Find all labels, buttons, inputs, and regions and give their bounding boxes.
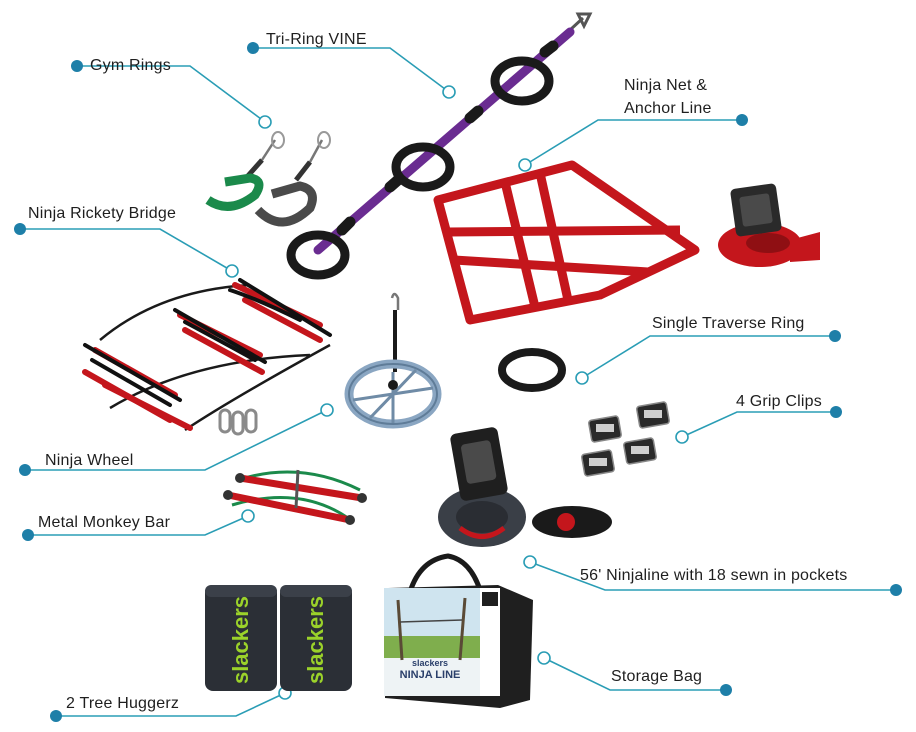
storage-bag: NINJA LINE slackers [384, 553, 533, 708]
metal-monkey-bar [223, 469, 367, 525]
label-ninja-wheel: Ninja Wheel [45, 452, 134, 469]
leader-tri-ring [253, 47, 450, 93]
tree-huggerz: slackers slackers [205, 585, 352, 691]
label-tri-ring-vine: Tri-Ring VINE [266, 31, 367, 48]
ninja-rickety-bridge [82, 278, 332, 436]
leader-lines [20, 47, 896, 717]
leader-ninjaline [529, 561, 896, 591]
label-storage-bag: Storage Bag [611, 668, 703, 685]
label-ninjaline: 56' Ninjaline with 18 sewn in pockets [580, 567, 848, 584]
traverse-ring [498, 348, 566, 392]
hugger-2-brand: slackers [303, 596, 328, 684]
leader-gym-rings [77, 65, 266, 123]
leader-traverse-ring [581, 335, 835, 379]
leader-tree-huggerz [56, 692, 286, 717]
label-monkey-bar: Metal Monkey Bar [38, 514, 171, 531]
hugger-1-brand: slackers [228, 596, 253, 684]
label-gym-rings: Gym Rings [90, 57, 171, 74]
label-ninja-net-line2: Anchor Line [624, 100, 712, 117]
tri-ring-vine [286, 12, 593, 280]
label-single-traverse-ring: Single Traverse Ring [652, 315, 805, 332]
bag-line-brand: NINJA LINE [400, 669, 461, 681]
gym-rings [205, 131, 331, 227]
leader-ninja-wheel [25, 409, 328, 471]
leader-storage-bag [543, 657, 726, 691]
leader-ninja-net [524, 119, 742, 166]
anchor-line-ratchet [718, 183, 820, 267]
leader-monkey-bar [28, 515, 249, 536]
ninja-wheel [344, 292, 442, 429]
label-tree-huggerz: 2 Tree Huggerz [66, 695, 180, 712]
label-grip-clips: 4 Grip Clips [736, 393, 822, 410]
leader-rickety-bridge [20, 228, 233, 272]
ninja-net [433, 160, 700, 325]
bag-brand: slackers [412, 658, 448, 668]
label-rickety-bridge: Ninja Rickety Bridge [28, 205, 177, 222]
leader-grip-clips [681, 411, 836, 438]
grip-clips [581, 401, 670, 477]
label-ninja-net-line1: Ninja Net & [624, 77, 708, 94]
ninjaline [438, 427, 612, 547]
